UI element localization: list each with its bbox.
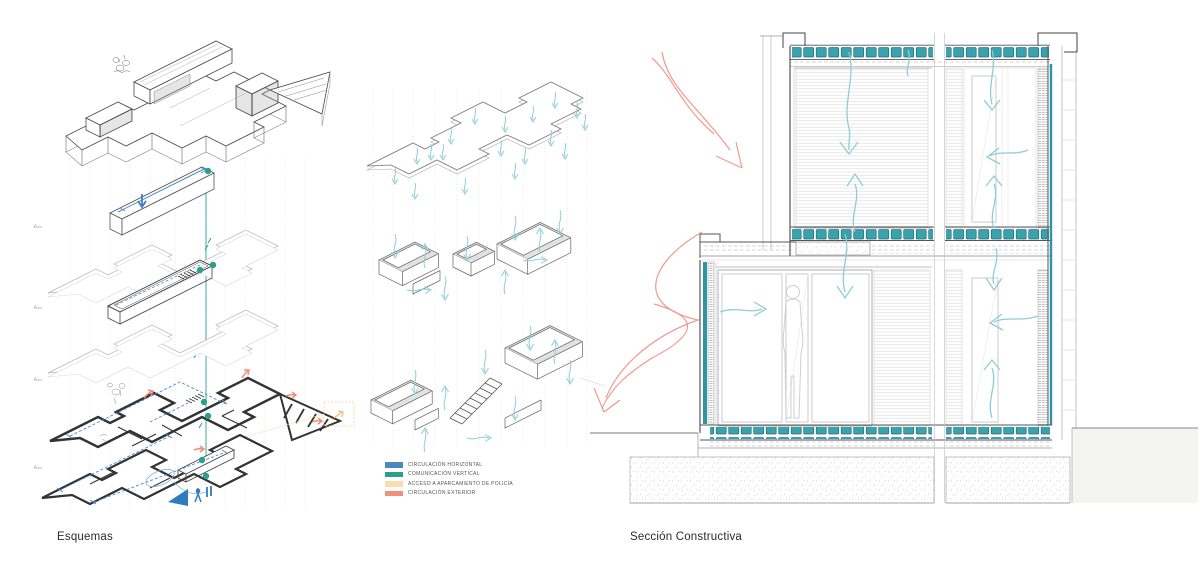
building-mass-roof-level: [65, 40, 331, 167]
vertical-core-node: [196, 266, 204, 274]
legend-item: COMUNICACIÓN VERTICAL: [385, 470, 513, 480]
seccion-title: Sección Constructiva: [630, 531, 743, 543]
ventilation-axonometric-diagram: [366, 81, 605, 453]
floor-plate-level3: [47, 309, 279, 384]
entrance-mark: [168, 486, 212, 506]
exterior-circulation-arrows: [143, 369, 324, 453]
legend-label: CIRCULACIÓN EXTERIOR: [408, 490, 476, 497]
level-markers: [33, 223, 42, 469]
facade-outer-skin-left: [760, 35, 786, 250]
legend-item: CIRCULACIÓN EXTERIOR: [385, 489, 513, 499]
legend-swatch-circulacion-horizontal: [385, 462, 403, 468]
floor-plan-level4: [48, 369, 355, 453]
roof-assembly: [782, 32, 1078, 67]
construction-section-drawing: [590, 32, 1198, 504]
vertical-core-node: [204, 167, 212, 175]
circulation-loop: [145, 469, 175, 487]
parking-wing: [278, 392, 343, 442]
floor-plan-level5: [40, 433, 274, 506]
vertical-core-node: [202, 472, 210, 480]
legend-item: CIRCULACIÓN HORIZONTAL: [385, 460, 513, 470]
staircase: [449, 377, 503, 425]
intermediate-floor-slab: [699, 226, 1050, 261]
roof-plate: [366, 81, 584, 179]
esquemas-title: Esquemas: [57, 531, 113, 543]
legend: CIRCULACIÓN HORIZONTAL COMUNICACIÓN VERT…: [385, 460, 513, 498]
ground-slab-foundation: [590, 424, 1198, 504]
insulation-teal-band: [703, 262, 707, 424]
terrace-screed: [795, 241, 871, 256]
vertical-core-node: [198, 456, 206, 464]
ground-platform-right: [1072, 428, 1198, 503]
vertical-core-node: [200, 398, 208, 406]
legend-label: COMUNICACIÓN VERTICAL: [408, 471, 480, 478]
stair-glyph: [177, 269, 197, 280]
exploded-axonometric-diagram: [33, 40, 355, 508]
corridor-piece: [176, 445, 236, 483]
corridor-bar-level2: [109, 166, 215, 236]
vertical-core-line: [193, 171, 212, 476]
ramp-wing: [268, 71, 331, 127]
room-enclosures-mid: [378, 222, 572, 295]
vertical-core-node: [209, 261, 217, 269]
circulation-down-arrow: [137, 194, 147, 209]
tree-scribble: [99, 382, 126, 442]
room-enclosures-low: [370, 325, 605, 431]
human-figure-silhouette: [782, 285, 804, 419]
lower-floor: [699, 260, 1049, 433]
vertical-core-node: [204, 412, 212, 420]
right-wall-assembly: [1047, 46, 1077, 440]
stair-glyph: [185, 393, 205, 404]
legend-label: CIRCULACIÓN HORIZONTAL: [408, 461, 483, 468]
corridor-walls-level3: [106, 259, 217, 325]
wind-arrows: [593, 51, 743, 413]
roof-trees-scribble: [112, 54, 131, 74]
horizontal-circulation-lines: [65, 381, 228, 439]
louver-screen-bay: [795, 67, 929, 229]
legend-swatch-comunicacion-vertical: [385, 471, 403, 477]
upper-floor: [789, 46, 1049, 256]
legend-swatch-circulacion-exterior: [385, 490, 403, 496]
legend-swatch-acceso-aparcamiento: [385, 481, 403, 487]
legend-label: ACCESO A APARCAMIENTO DE POLICÍA: [408, 480, 513, 487]
section-break: [934, 33, 945, 503]
airflow-arrows-section: [719, 49, 1039, 419]
legend-item: ACCESO A APARCAMIENTO DE POLICÍA: [385, 479, 513, 489]
floor-plate-level2: [47, 229, 279, 304]
